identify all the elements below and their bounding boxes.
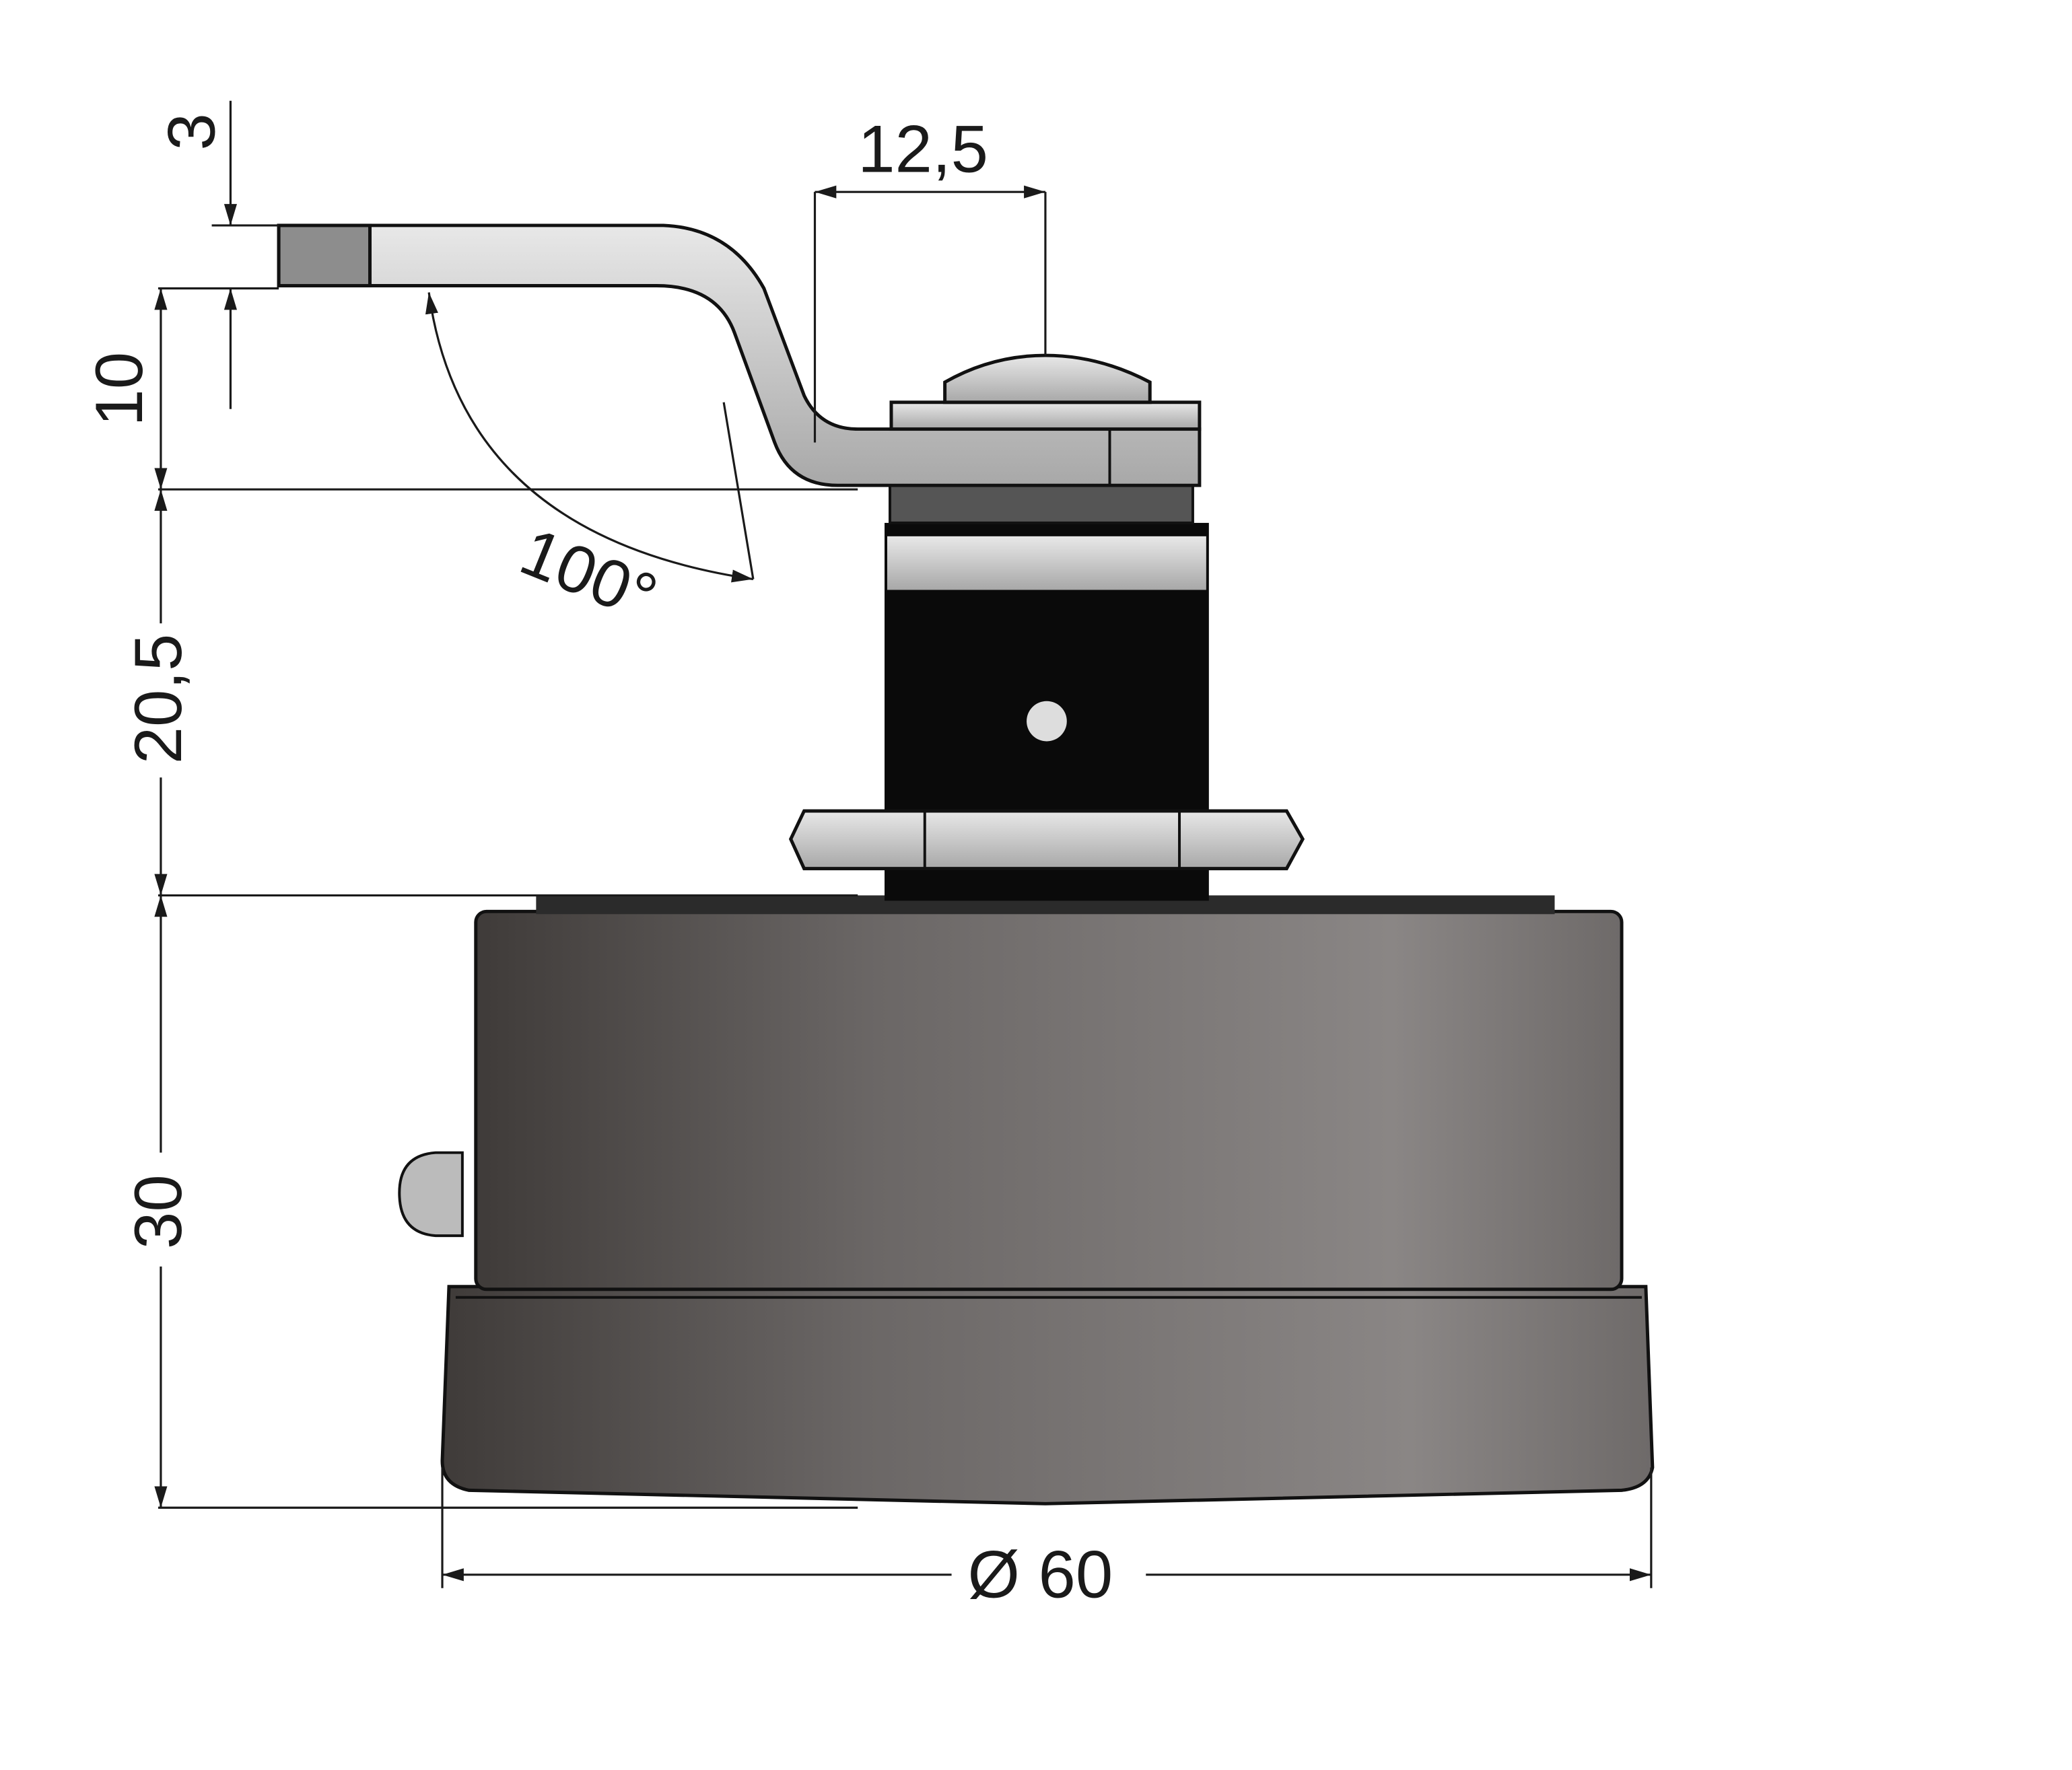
shaft-dot bbox=[1027, 701, 1067, 742]
dim-label-lever-offset: 10 bbox=[82, 352, 157, 427]
shaft bbox=[885, 484, 1209, 901]
dim-label-lever-reach: 12,5 bbox=[858, 112, 988, 186]
hex-nut bbox=[788, 809, 1305, 871]
dim-label-shaft-height: 20,5 bbox=[121, 634, 196, 765]
side-pin bbox=[398, 1151, 464, 1238]
lever bbox=[277, 223, 1202, 487]
dim-label-diameter: Ø 60 bbox=[967, 1538, 1113, 1613]
housing bbox=[440, 895, 1655, 1506]
dim-label-swing-angle: 100° bbox=[510, 514, 666, 635]
cap-nut bbox=[943, 353, 1152, 404]
dim-label-lever-thickness: 3 bbox=[155, 113, 230, 150]
dim-label-body-height: 30 bbox=[121, 1174, 196, 1249]
dimension-lines bbox=[154, 100, 1653, 1588]
